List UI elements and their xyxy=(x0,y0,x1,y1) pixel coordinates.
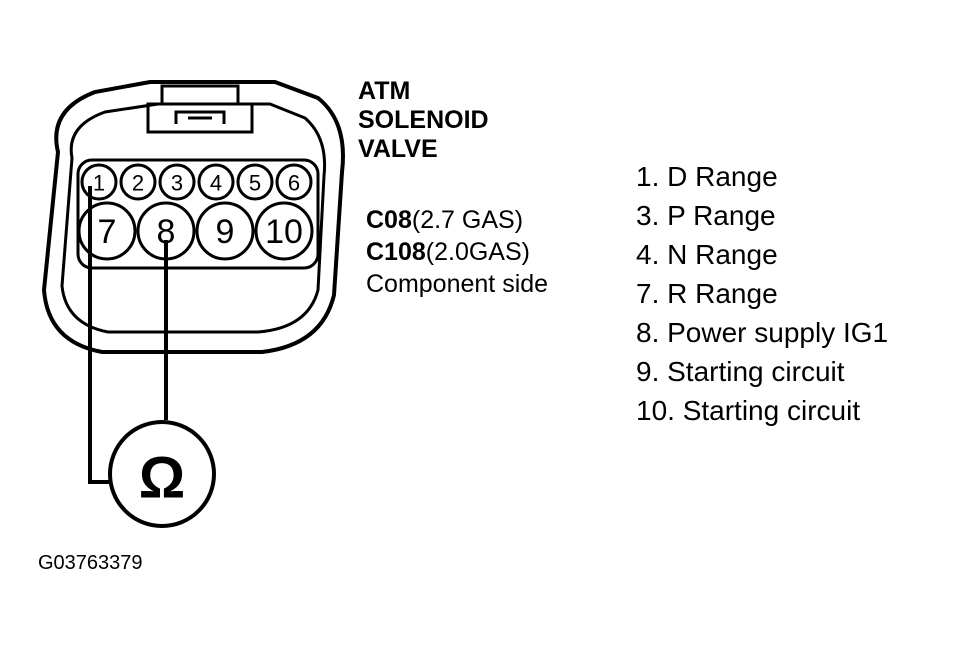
ohmmeter xyxy=(108,420,216,528)
pin-cavity-frame xyxy=(76,158,320,270)
bottom-pin-7 xyxy=(77,201,137,261)
legend-item: 7. R Range xyxy=(636,278,778,309)
legend-item: 8. Power supply IG1 xyxy=(636,317,889,348)
legend-item: 3. P Range xyxy=(636,200,776,231)
bottom-pin-label-10: 10 xyxy=(265,213,303,251)
title-line-3: VALVE xyxy=(358,135,438,163)
pins-top-row: 1 2 3 4 5 6 xyxy=(80,163,313,201)
connector-code-line-2: C108(2.0GAS) xyxy=(366,240,530,265)
top-pin-label-2: 2 xyxy=(132,171,144,196)
top-pin-label-3: 3 xyxy=(171,171,183,196)
top-pin-2 xyxy=(119,163,157,201)
bottom-pin-10 xyxy=(254,201,314,261)
ohm-symbol: Ω xyxy=(139,446,186,511)
legend-item: 9. Starting circuit xyxy=(636,356,845,387)
connector-code-1: C08 xyxy=(366,206,412,234)
top-pin-label-5: 5 xyxy=(249,171,261,196)
top-pin-3 xyxy=(158,163,196,201)
title-line-1: ATM xyxy=(358,77,411,105)
component-side-label: Component side xyxy=(366,270,549,298)
connector-desc-1: (2.7 GAS) xyxy=(411,206,524,234)
locking-tab xyxy=(146,84,254,134)
pins-bottom-row: 7 8 9 10 xyxy=(77,201,314,261)
legend-item: 10. Starting circuit xyxy=(636,395,861,426)
top-pin-5 xyxy=(236,163,274,201)
connector-housing-outer xyxy=(41,80,345,354)
connector-code-line-1: C08(2.7 GAS) xyxy=(366,208,523,233)
top-pin-label-6: 6 xyxy=(288,171,300,196)
bottom-pin-label-7: 7 xyxy=(98,213,117,251)
top-pin-label-4: 4 xyxy=(210,171,222,196)
connector-housing-inner xyxy=(60,102,327,334)
locking-tab-slot xyxy=(174,110,226,124)
top-pin-label-1: 1 xyxy=(93,171,105,196)
connector-code-2: C108 xyxy=(366,238,426,266)
bottom-pin-label-9: 9 xyxy=(216,213,235,251)
top-pin-4 xyxy=(197,163,235,201)
connector-desc-2: (2.0GAS) xyxy=(425,238,530,266)
legend-item: 4. N Range xyxy=(636,239,778,270)
figure-id: G03763379 xyxy=(38,552,143,574)
bottom-pin-label-8: 8 xyxy=(157,213,176,251)
top-pin-6 xyxy=(275,163,313,201)
bottom-pin-9 xyxy=(195,201,255,261)
title-line-2: SOLENOID xyxy=(358,106,489,134)
legend-item: 1. D Range xyxy=(636,161,778,192)
